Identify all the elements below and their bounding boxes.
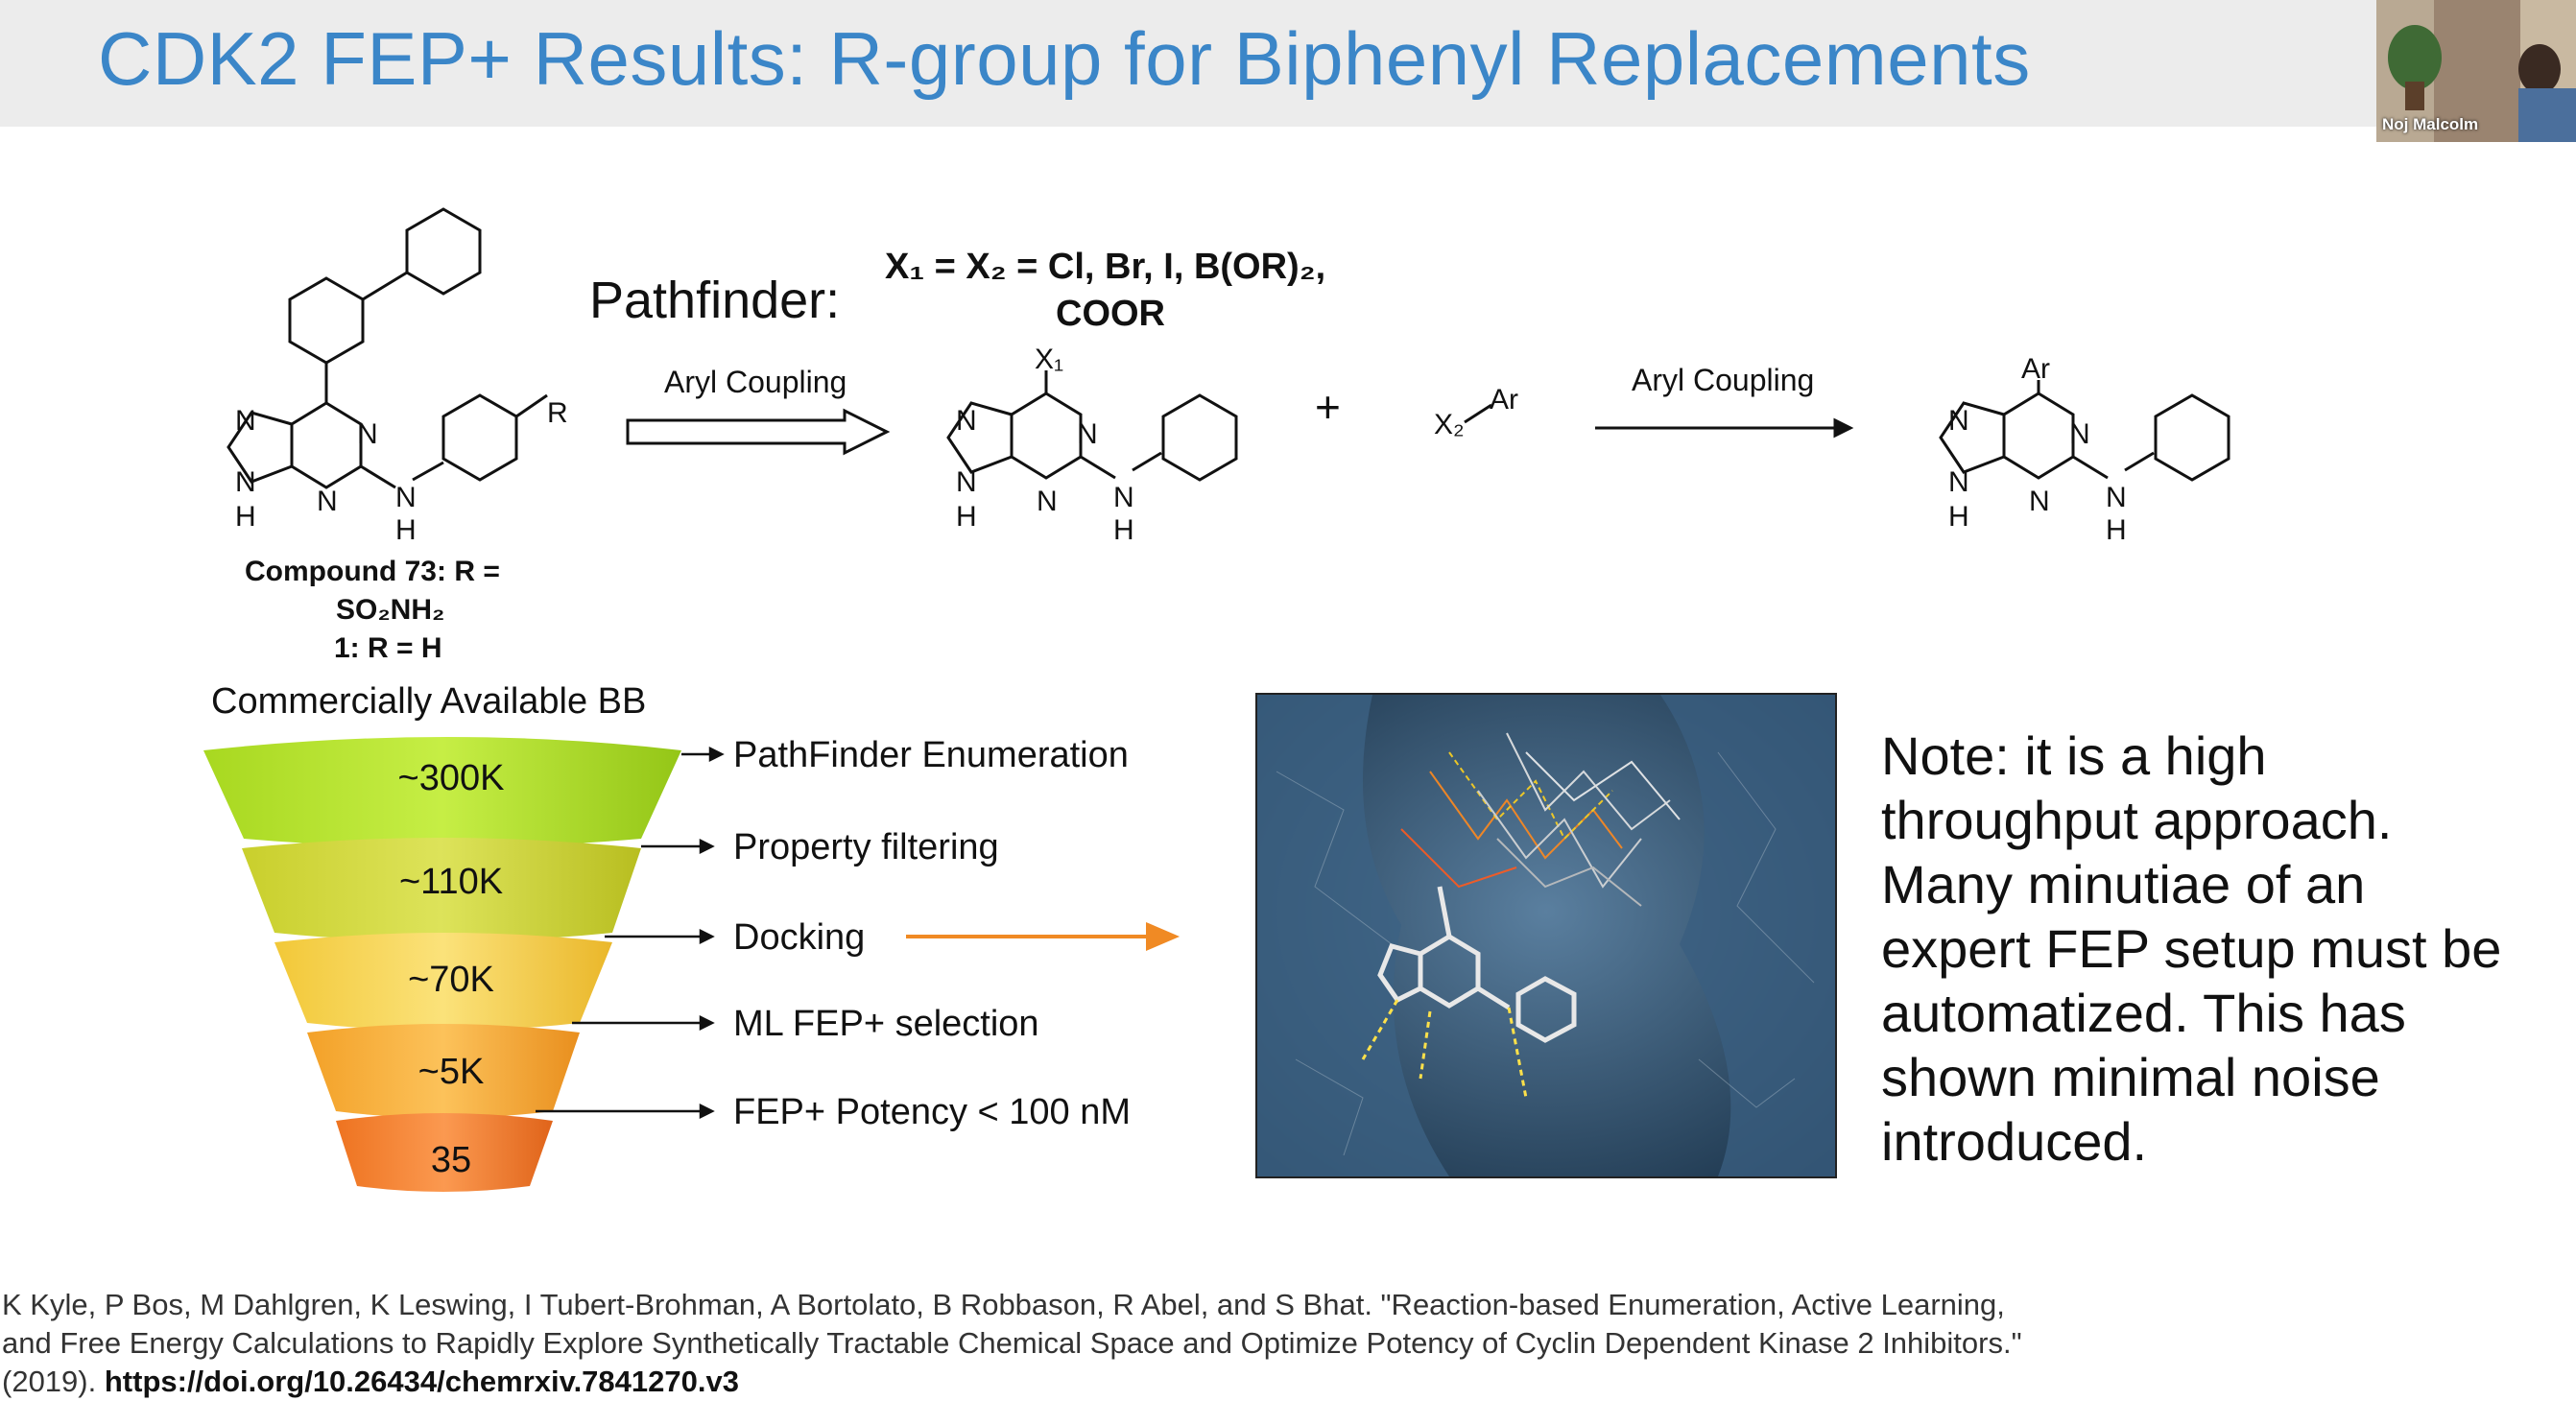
atom-H4: H [235, 501, 256, 533]
prod-atom-N3: N [2029, 486, 2050, 517]
int-atom-N1: N [956, 405, 977, 437]
note-text: Note: it is a high throughput approach. … [1881, 725, 2502, 1172]
intermediate-phenyl [1161, 393, 1238, 482]
int-atom-N4: N [956, 466, 977, 498]
funnel-count-5: 35 [430, 1140, 472, 1180]
plus-sign: + [1315, 382, 1341, 432]
purine-five-ring [227, 411, 294, 484]
aryl-coupling-label-2: Aryl Coupling [1632, 363, 1815, 397]
int-atom-H4: H [956, 501, 977, 533]
product-ar-label: Ar [2021, 353, 2050, 385]
funnel-graphic [203, 737, 1181, 1192]
prod-atom-H4: H [1948, 501, 1969, 533]
product-phenyl [2154, 393, 2230, 482]
int-atom-N3: N [1037, 486, 1058, 517]
funnel-tier-3 [274, 933, 612, 1031]
reference-text: K Kyle, P Bos, M Dahlgren, K Leswing, I … [2, 1288, 2022, 1398]
reference: K Kyle, P Bos, M Dahlgren, K Leswing, I … [2, 1286, 2037, 1401]
atom-H5: H [395, 514, 417, 546]
atom-N4: N [235, 466, 256, 498]
int-atom-N2: N [1077, 418, 1098, 450]
atom-N1: N [235, 405, 256, 437]
aryl-coupling-label-1: Aryl Coupling [664, 365, 847, 399]
funnel-tier-2 [242, 838, 641, 941]
prod-atom-N4: N [1948, 466, 1969, 498]
slide-title: CDK2 FEP+ Results: R-group for Biphenyl … [98, 16, 2031, 101]
docking-arrow [906, 921, 1181, 952]
atom-N3: N [317, 486, 338, 517]
purine-six-ring [290, 401, 363, 489]
funnel-heading: Commercially Available BB [211, 681, 647, 722]
compound-caption-1: Compound 73: R = [245, 556, 500, 587]
prod-atom-N5: N [2106, 482, 2127, 513]
funnel-count-4: ~5K [417, 1052, 485, 1092]
participant-video-image [2376, 0, 2576, 142]
intermediate-six-ring [1010, 392, 1083, 480]
title-bar [0, 0, 2576, 127]
x-definition-line1: X₁ = X₂ = Cl, Br, I, B(OR)₂, [885, 247, 1326, 287]
product-five-ring [1939, 401, 2006, 474]
funnel-label-5: FEP+ Potency < 100 nM [733, 1092, 1132, 1132]
funnel-tier-4 [307, 1024, 580, 1118]
phenyl-ring-middle [288, 276, 365, 365]
atom-N5: N [395, 482, 417, 513]
int-atom-H5: H [1113, 514, 1134, 546]
funnel-label-2: Property filtering [733, 827, 999, 867]
participant-name: Noj Malcolm [2382, 115, 2479, 133]
phenyl-ring-top [405, 207, 482, 296]
x1-label: X₁ [1035, 344, 1063, 375]
reference-doi-link[interactable]: https://doi.org/10.26434/chemrxiv.784127… [104, 1365, 739, 1398]
prod-atom-N1: N [1948, 405, 1969, 437]
funnel-label-4: ML FEP+ selection [733, 1004, 1039, 1044]
x-definition-line2: COOR [1056, 294, 1165, 334]
pathfinder-label: Pathfinder: [589, 272, 841, 329]
docking-pose-image [1255, 693, 1837, 1178]
atom-N2: N [357, 418, 378, 450]
x2-label: X₂ [1434, 409, 1465, 440]
funnel-count-2: ~110K [398, 862, 504, 902]
ar-label: Ar [1490, 384, 1518, 416]
aniline-ring [441, 393, 518, 482]
prod-atom-N2: N [2069, 418, 2090, 450]
funnel-count-3: ~70K [408, 960, 494, 1000]
funnel-label-1: PathFinder Enumeration [733, 735, 1129, 775]
prod-atom-H5: H [2106, 514, 2127, 546]
r-group-label: R [547, 397, 568, 429]
compound-caption-2: SO₂NH₂ [336, 594, 445, 626]
reaction-scheme: N N N N H N H R N N N N H N H X₁ + X₂ Ar… [227, 207, 2230, 546]
compound-caption-3: 1: R = H [334, 632, 442, 664]
funnel-tier-5 [336, 1113, 553, 1192]
funnel-label-3: Docking [733, 917, 866, 958]
intermediate-five-ring [946, 401, 1014, 474]
funnel-tier-1 [203, 737, 681, 847]
participant-video[interactable]: Noj Malcolm [2376, 0, 2576, 142]
hollow-arrow [626, 408, 891, 456]
product-six-ring [2002, 392, 2075, 480]
funnel-count-1: ~300K [397, 758, 505, 798]
int-atom-N5: N [1113, 482, 1134, 513]
